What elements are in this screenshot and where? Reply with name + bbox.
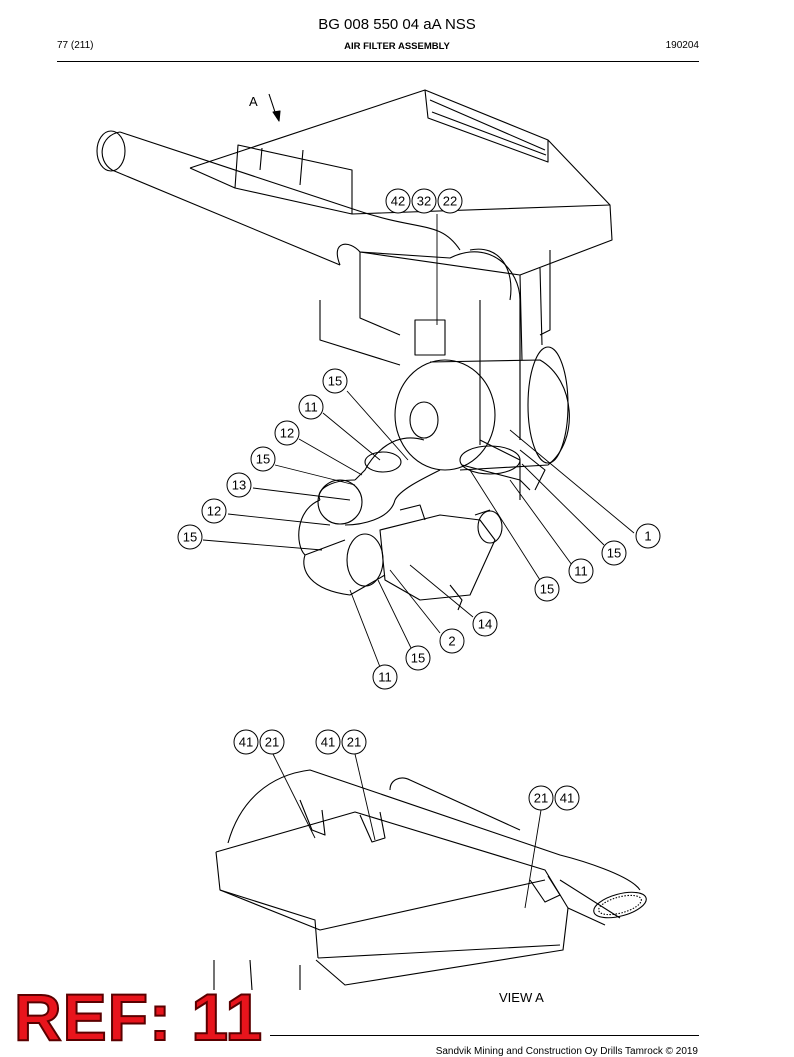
callout-group-view-a: 41 21 41 21 21 41 [233,729,580,811]
callout-bubble: 15 [256,452,270,467]
callout-bubble: 22 [443,194,457,209]
header-rule [57,61,699,62]
callout-bubble: 2 [448,634,455,649]
callout-bubble: 11 [574,564,588,579]
callout-bubble: 11 [304,400,318,415]
view-a-caption: VIEW A [499,990,544,1005]
callout-bubble: 13 [232,478,246,493]
footer-rule [270,1035,699,1036]
callout-bubble: 21 [534,791,548,806]
view-arrow-label: A [249,94,258,109]
callout-bubble: 1 [644,529,651,544]
callout-bubble: 41 [560,791,574,806]
page-title: AIR FILTER ASSEMBLY [344,41,450,52]
callout-bubble: 14 [478,617,492,632]
callout-bubble: 15 [607,546,621,561]
footer-copyright: Sandvik Mining and Construction Oy Drill… [435,1046,698,1057]
callout-bubble: 41 [321,735,335,750]
callout-bubble: 11 [378,670,392,685]
callout-bubble: 21 [265,735,279,750]
callout-bubble: 15 [411,651,425,666]
callout-bubble: 12 [280,426,294,441]
callout-group-main: 42 32 22 15 11 12 15 13 12 15 1 15 11 15… [177,188,661,690]
callout-bubble: 41 [239,735,253,750]
callout-bubble: 21 [347,735,361,750]
page-number: 77 (211) [57,40,94,51]
document-number: BG 008 550 04 aA NSS [318,16,476,33]
callout-bubble: 15 [183,530,197,545]
callout-bubble: 12 [207,504,221,519]
ref-stamp: REF: 11 [13,980,264,1054]
callout-bubble: 32 [417,194,431,209]
callout-bubble: 15 [540,582,554,597]
date-code: 190204 [665,40,699,51]
callout-bubble: 42 [391,194,405,209]
callout-bubble: 15 [328,374,342,389]
